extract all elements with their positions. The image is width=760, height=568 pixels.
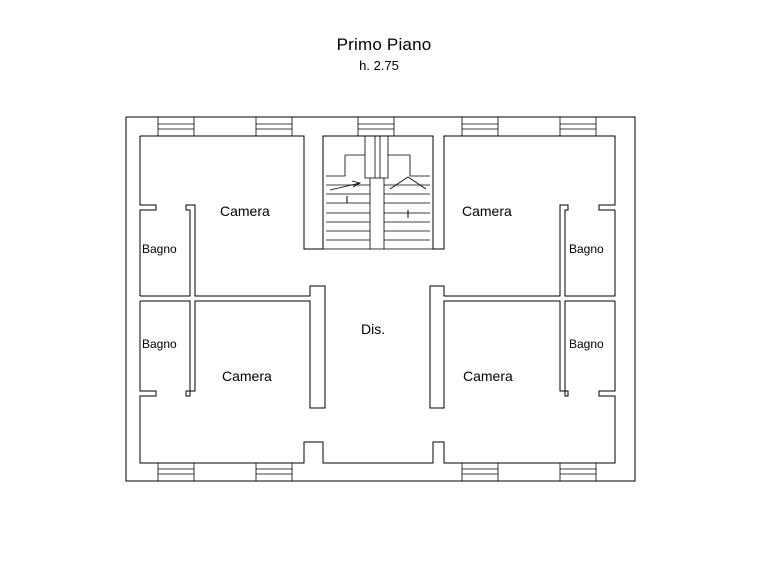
staircase [322,135,434,250]
room-label-bagno-top-right: Bagno [569,242,604,256]
room-label-camera-top-right: Camera [462,203,512,219]
floor-plan-height: h. 2.75 [359,58,399,73]
interior-walls-right [429,204,616,409]
room-label-disimpegno: Dis. [361,321,385,337]
room-label-bagno-bottom-left: Bagno [142,337,177,351]
windows-top [157,116,597,137]
floor-plan-title: Primo Piano [336,35,432,54]
room-label-bagno-bottom-right: Bagno [569,337,604,351]
room-label-camera-bottom-right: Camera [463,368,513,384]
windows-bottom [157,462,597,482]
interior-walls-left [139,204,616,464]
outer-walls [125,116,636,482]
room-label-bagno-top-left: Bagno [142,242,177,256]
room-label-camera-top-left: Camera [220,203,270,219]
room-label-camera-bottom-left: Camera [222,368,272,384]
